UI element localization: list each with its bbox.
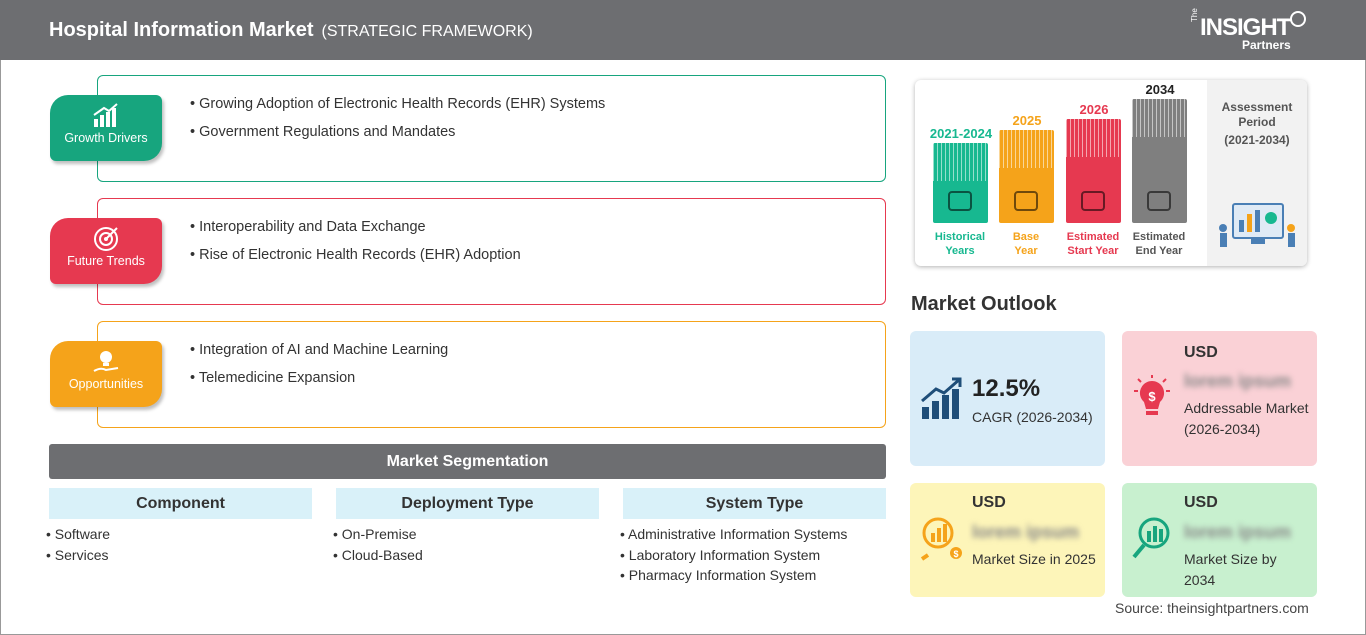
growth-drivers-badge: Growth Drivers — [50, 95, 162, 161]
assessment-line2: Period — [1238, 115, 1276, 129]
timeline-year: 2025 — [1012, 113, 1042, 128]
magnifier-chart-icon — [1132, 517, 1170, 559]
timeline-year: 2026 — [1079, 102, 1109, 117]
future-trend-item: • Rise of Electronic Health Records (EHR… — [190, 247, 521, 263]
source-credit: Source: theinsightpartners.com — [1115, 600, 1309, 616]
market-size-2025-card: $ USD lorem ipsum Market Size in 2025 — [910, 483, 1105, 597]
addressable-label: Addressable Market (2026-2034) — [1184, 400, 1309, 437]
target-icon — [94, 227, 118, 251]
monitor-chart-icon — [1147, 191, 1171, 211]
timeline-bar-2026 — [1066, 119, 1121, 223]
cagr-value: 12.5% — [972, 375, 1041, 402]
assessment-line3: (2021-2034) — [1224, 133, 1290, 147]
opportunities-label: Opportunities — [68, 377, 144, 391]
size2034-value-blurred: lorem ipsum — [1184, 522, 1292, 542]
magnifier-chart-icon: $ — [920, 517, 962, 561]
segment-header-deployment: Deployment Type — [336, 488, 599, 519]
calendar-icon — [1014, 191, 1038, 211]
svg-text:$: $ — [953, 549, 958, 559]
assessment-line1: Assessment — [1221, 100, 1293, 114]
growth-driver-item: • Government Regulations and Mandates — [190, 124, 456, 140]
growth-drivers-label: Growth Drivers — [64, 131, 148, 145]
cagr-label: CAGR (2026-2034) — [972, 409, 1093, 425]
analytics-people-icon — [1219, 203, 1295, 247]
growth-chart-icon — [93, 103, 118, 127]
timeline-year: 2034 — [1145, 82, 1175, 97]
future-trends-badge: Future Trends — [50, 218, 162, 284]
growth-bars-icon — [921, 377, 962, 419]
addressable-market-card: $ USD lorem ipsum Addressable Market (20… — [1122, 331, 1317, 466]
segment-item: • Laboratory Information System — [620, 547, 821, 563]
size2034-usd: USD — [1184, 494, 1218, 511]
segment-item: • Pharmacy Information System — [620, 567, 817, 583]
timeline-year: 2021-2024 — [929, 126, 993, 141]
size2034-label: Market Size by 2034 — [1184, 551, 1277, 588]
segment-header-component: Component — [49, 488, 312, 519]
timeline-bar-2021-2024 — [933, 143, 988, 223]
lightbulb-hand-icon — [93, 351, 119, 372]
opportunity-item: • Telemedicine Expansion — [190, 370, 356, 386]
page-subtitle: (STRATEGIC FRAMEWORK) — [321, 23, 533, 40]
timeline-bar-2025 — [999, 130, 1054, 223]
money-bulb-icon: $ — [1134, 375, 1170, 415]
growth-driver-item: • Growing Adoption of Electronic Health … — [190, 96, 606, 112]
assessment-period-panel: Assessment Period (2021-2034) — [1207, 80, 1307, 266]
segment-item: • On-Premise — [333, 526, 417, 542]
presentation-icon — [1081, 191, 1105, 211]
insight-partners-logo[interactable]: The INSIGHT Partners — [1190, 8, 1310, 54]
segment-item: • Administrative Information Systems — [620, 526, 848, 542]
opportunity-item: • Integration of AI and Machine Learning — [190, 342, 449, 358]
market-outlook-title: Market Outlook — [911, 293, 1057, 315]
cagr-card: 12.5% CAGR (2026-2034) — [910, 331, 1105, 466]
page-title: Hospital Information Market(STRATEGIC FR… — [49, 19, 533, 41]
opportunities-badge: Opportunities — [50, 341, 162, 407]
size2025-label: Market Size in 2025 — [972, 551, 1096, 567]
future-trends-label: Future Trends — [67, 254, 145, 268]
addressable-value-blurred: lorem ipsum — [1184, 371, 1292, 391]
future-trend-item: • Interoperability and Data Exchange — [190, 219, 426, 235]
size2025-usd: USD — [972, 494, 1006, 511]
segment-item: • Software — [46, 526, 111, 542]
market-segmentation-bar: Market Segmentation — [49, 444, 886, 479]
segment-item: • Services — [46, 547, 109, 563]
segment-header-system: System Type — [623, 488, 886, 519]
addressable-usd: USD — [1184, 344, 1218, 361]
svg-text:$: $ — [1148, 389, 1156, 404]
header-bar: Hospital Information Market(STRATEGIC FR… — [0, 0, 1366, 60]
clock-history-icon — [948, 191, 972, 211]
market-size-2034-card: USD lorem ipsum Market Size by 2034 — [1122, 483, 1317, 597]
size2025-value-blurred: lorem ipsum — [972, 522, 1080, 542]
segment-item: • Cloud-Based — [333, 547, 423, 563]
timeline-bar-2034 — [1132, 99, 1187, 223]
